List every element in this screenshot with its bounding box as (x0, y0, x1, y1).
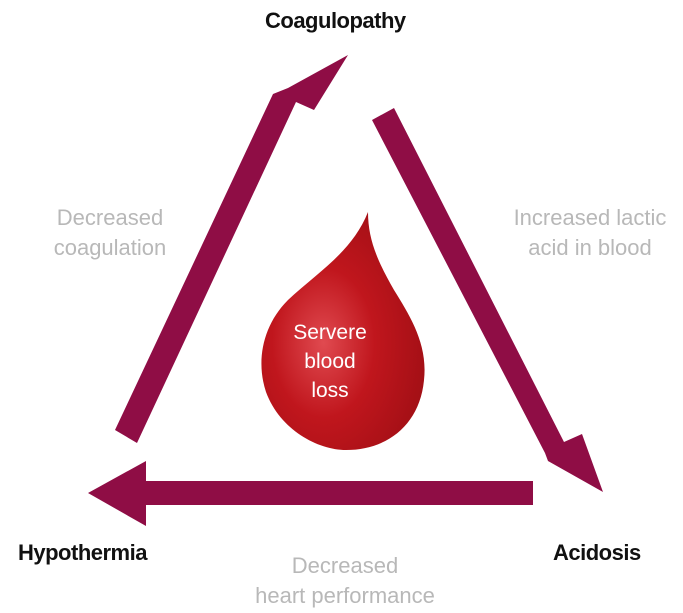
node-coagulopathy: Coagulopathy (265, 8, 406, 33)
edge-label-right-line1: Increased lactic (513, 205, 667, 230)
drop-label-line3: loss (311, 379, 349, 402)
node-hypothermia: Hypothermia (18, 540, 147, 565)
blood-drop-icon (261, 212, 425, 450)
edge-label-left: Decreased coagulation (30, 203, 190, 263)
drop-label-line2: blood (304, 350, 356, 373)
arrow-left-side (115, 55, 348, 443)
node-acidosis: Acidosis (553, 540, 641, 565)
arrow-bottom-side (88, 461, 533, 526)
drop-label: Servere blood loss (280, 318, 380, 405)
edge-label-bottom: Decreased heart performance (225, 551, 465, 611)
arrow-coagulopathy-to-acidosis (372, 108, 603, 492)
edge-label-right: Increased lactic acid in blood (500, 203, 680, 263)
drop-label-line1: Servere (293, 321, 367, 344)
edge-label-left-line1: Decreased (56, 205, 164, 230)
edge-label-bottom-line1: Decreased (291, 553, 399, 578)
arrow-right-side (372, 108, 603, 492)
edge-label-bottom-line2: heart performance (255, 583, 435, 608)
edge-label-right-line2: acid in blood (528, 235, 652, 260)
arrow-acidosis-to-hypothermia (88, 461, 533, 526)
arrow-hypothermia-to-coagulopathy (115, 55, 348, 443)
blood-drop-shape (261, 212, 425, 450)
edge-label-left-line2: coagulation (53, 235, 167, 260)
